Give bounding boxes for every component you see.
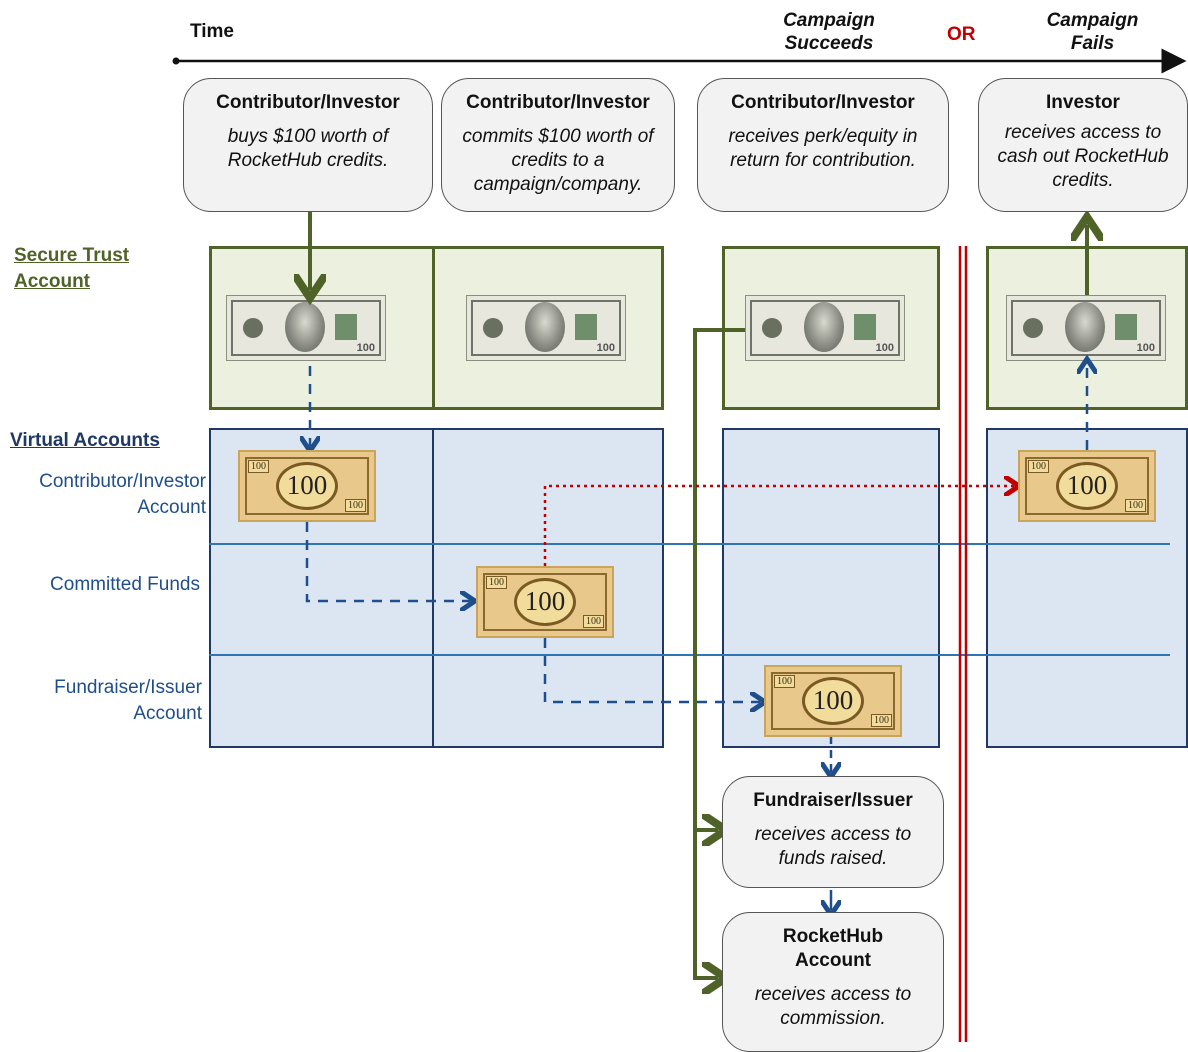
campaign-succeeds-label: Campaign Succeeds: [783, 10, 875, 54]
step-title: Contributor/Investor: [216, 92, 400, 113]
step-bubble-commit: Contributor/Investor commits $100 worth …: [441, 78, 675, 212]
step-description: commits $100 worth of credits to a campa…: [462, 126, 654, 195]
step-bubble-receive-perk: Contributor/Investor receives perk/equit…: [697, 78, 949, 212]
step-bubble-cash-out: Investor receives access to cash out Roc…: [978, 78, 1188, 212]
rockethub-outcome-bubble: RocketHub Account receives access to com…: [722, 912, 944, 1052]
step-description: receives access to cash out RocketHub cr…: [997, 122, 1169, 191]
contributor-account-label: Contributor/Investor Account: [39, 471, 206, 518]
outcome-title: Fundraiser/Issuer: [753, 790, 913, 811]
dollar-bill-icon: 100: [1006, 295, 1166, 361]
blue-dashed-arrow: [305, 522, 470, 601]
virtual-accounts-label: Virtual Accounts: [10, 430, 160, 451]
green-flow-arrow: [693, 328, 745, 830]
step-title: Investor: [1046, 92, 1120, 113]
step-description: buys $100 worth of RocketHub credits.: [227, 126, 389, 171]
dollar-bill-icon: 100: [745, 295, 905, 361]
outcome-description: receives access to commission.: [754, 984, 912, 1029]
fundraiser-outcome-bubble: Fundraiser/Issuer receives access to fun…: [722, 776, 944, 888]
red-refund-arrow: [543, 486, 1014, 566]
step-description: receives perk/equity in return for contr…: [728, 126, 918, 171]
step-title: Contributor/Investor: [731, 92, 915, 113]
blue-dashed-arrow: [543, 638, 760, 702]
or-label: OR: [947, 24, 976, 45]
step-title: Contributor/Investor: [466, 92, 650, 113]
dollar-bill-icon: 100: [466, 295, 626, 361]
committed-funds-label: Committed Funds: [50, 574, 200, 595]
outcome-title: RocketHub Account: [782, 926, 884, 971]
time-label: Time: [190, 21, 235, 42]
dollar-bill-icon: 100: [226, 295, 386, 361]
campaign-fails-label: Campaign Fails: [1046, 10, 1139, 54]
timeline-start-dot: [172, 57, 180, 65]
fundraiser-account-label: Fundraiser/Issuer Account: [54, 677, 202, 724]
green-flow-arrow: [693, 830, 718, 978]
secure-trust-account-label: Secure Trust Account: [14, 245, 130, 292]
step-bubble-buy: Contributor/Investor buys $100 worth of …: [183, 78, 433, 212]
outcome-description: receives access to funds raised.: [754, 824, 912, 869]
